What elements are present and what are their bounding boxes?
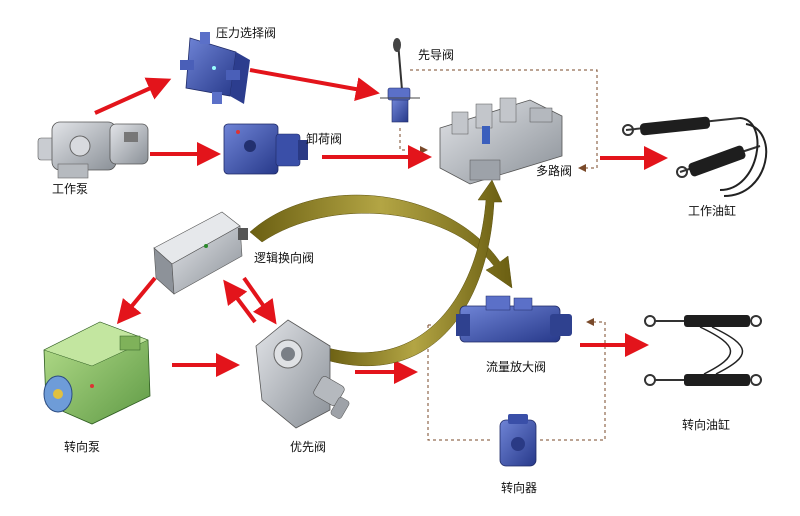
switch-arrows bbox=[249, 179, 513, 366]
steering-unit-loop bbox=[427, 322, 606, 441]
steering-pump-icon bbox=[43, 321, 151, 425]
flow-amplifier-valve-icon bbox=[456, 295, 572, 343]
work-cylinder-icon bbox=[622, 116, 768, 197]
priority-valve-icon bbox=[255, 319, 350, 429]
label-pilot-valve: 先导阀 bbox=[418, 48, 455, 62]
curved-arrow-priority-to-multiway bbox=[325, 179, 503, 366]
label-steering-unit: 转向器 bbox=[501, 481, 538, 495]
arrow-pump-to-pressure-valve bbox=[94, 77, 172, 115]
multiway-valve-icon bbox=[439, 97, 563, 185]
label-unload-valve: 卸荷阀 bbox=[306, 132, 343, 146]
arrow-logic-to-priority bbox=[242, 276, 277, 325]
arrow-logic-to-steering-pump bbox=[116, 276, 157, 325]
work-pump-icon bbox=[37, 121, 149, 179]
label-steering-pump: 转向泵 bbox=[64, 440, 101, 454]
arrow-pressure-valve-to-pilot bbox=[249, 68, 380, 101]
pilot-valve-icon bbox=[380, 38, 420, 123]
logic-reversing-valve-icon bbox=[153, 211, 248, 295]
unload-valve-icon bbox=[223, 123, 308, 175]
pilot-line-pilot-to-multiway bbox=[399, 128, 428, 154]
curved-arrow-logic-to-amplifier bbox=[249, 194, 513, 289]
arrow-priority-to-logic bbox=[223, 279, 257, 324]
label-flow-amplifier-valve: 流量放大阀 bbox=[486, 360, 547, 374]
pilot-line-top bbox=[410, 69, 598, 172]
label-steering-cylinder: 转向油缸 bbox=[682, 418, 731, 432]
steering-unit-icon bbox=[499, 414, 537, 467]
label-work-pump: 工作泵 bbox=[52, 182, 89, 196]
label-logic-reversing-valve: 逻辑换向阀 bbox=[254, 251, 315, 265]
pressure-select-valve-icon bbox=[180, 32, 250, 104]
label-pressure-select-valve: 压力选择阀 bbox=[216, 26, 277, 40]
label-multiway-valve: 多路阀 bbox=[536, 164, 573, 178]
label-work-cylinder: 工作油缸 bbox=[688, 204, 737, 218]
flow-arrows bbox=[94, 68, 668, 384]
label-priority-valve: 优先阀 bbox=[290, 440, 327, 454]
steering-cylinder-icon bbox=[644, 315, 762, 386]
